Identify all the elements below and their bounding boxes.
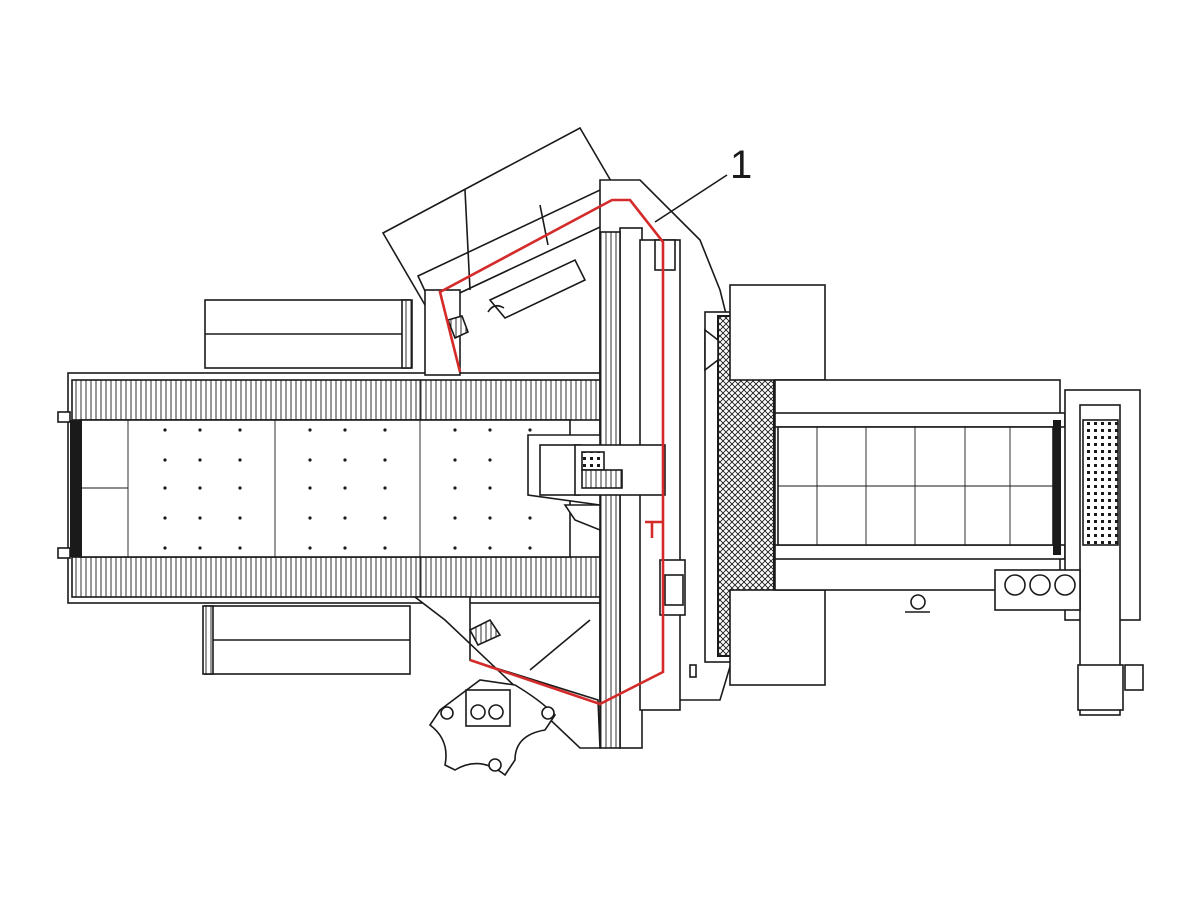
bolt (198, 486, 202, 490)
bolt (453, 516, 457, 520)
bolt (343, 516, 347, 520)
central-control-box (527, 434, 666, 532)
bolt (198, 458, 202, 462)
right-conveyor (729, 284, 1066, 686)
bolt (343, 428, 347, 432)
bolt (488, 516, 492, 520)
left-lower-box (202, 605, 411, 675)
bolt (528, 516, 532, 520)
tilted-top-hopper (381, 126, 627, 376)
bolt (198, 546, 202, 550)
bolt (453, 458, 457, 462)
bolt (198, 428, 202, 432)
callout-1-label: 1 (730, 143, 752, 187)
motor-cluster (994, 569, 1081, 611)
bolt (238, 458, 242, 462)
bolt (343, 486, 347, 490)
bolt (163, 486, 167, 490)
callout-1: 1 (654, 143, 752, 223)
bolt (343, 546, 347, 550)
bolt (383, 516, 387, 520)
bolt (308, 486, 312, 490)
bolt (238, 516, 242, 520)
left-upper-box (204, 299, 413, 369)
bolt (163, 546, 167, 550)
bottom-spider-unit (428, 679, 557, 777)
bolt (308, 458, 312, 462)
bolt (488, 458, 492, 462)
bolt (528, 546, 532, 550)
highlight-path (438, 198, 665, 706)
bolt (453, 428, 457, 432)
bolt (343, 458, 347, 462)
bolt (308, 516, 312, 520)
bolt (383, 458, 387, 462)
bolt (488, 428, 492, 432)
right-end-unit (1064, 389, 1144, 716)
bolt (163, 458, 167, 462)
bolt (528, 428, 532, 432)
bolt (383, 428, 387, 432)
bolt (238, 486, 242, 490)
bolt (453, 486, 457, 490)
bolt (198, 516, 202, 520)
bolt (453, 546, 457, 550)
valve-icon (905, 594, 930, 613)
bolt (488, 546, 492, 550)
bolt (238, 428, 242, 432)
bolt (383, 546, 387, 550)
bolt (383, 486, 387, 490)
bolt (163, 428, 167, 432)
bolt (163, 516, 167, 520)
bolt (238, 546, 242, 550)
bolt (488, 486, 492, 490)
bolt (308, 428, 312, 432)
bolt (308, 546, 312, 550)
